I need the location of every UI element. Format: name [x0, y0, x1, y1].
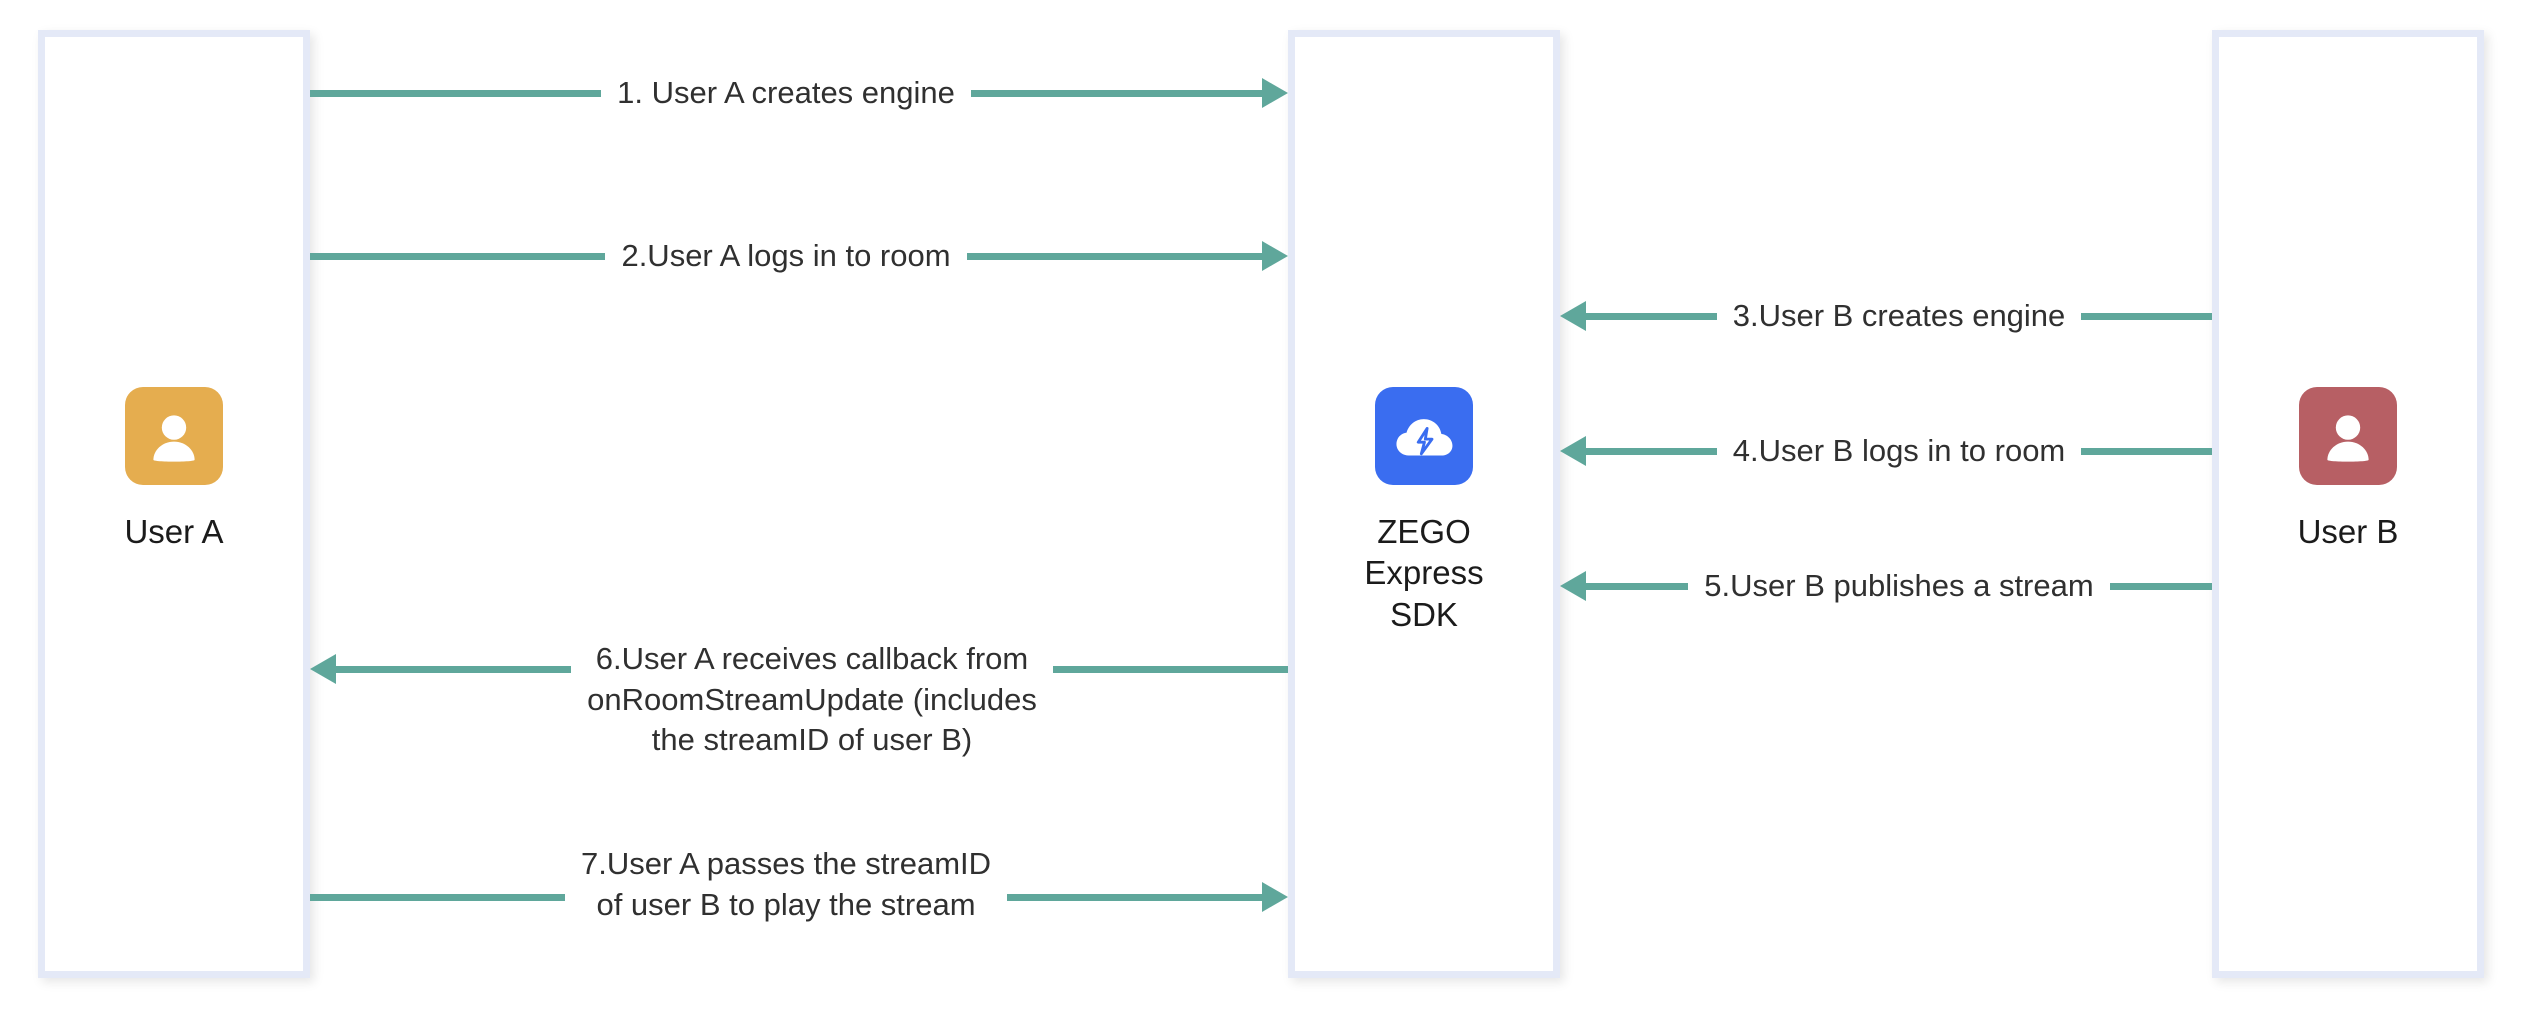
message-3-line-left [1586, 312, 1717, 320]
arrow-head-right-icon [1262, 882, 1289, 912]
actor-label-user-a: User A [124, 513, 224, 550]
message-2-line-right [966, 252, 1263, 260]
lifeline-user-a: User A [38, 30, 310, 978]
message-6: 6.User A receives callback from onRoomSt… [310, 630, 1289, 770]
message-5-line-left [1586, 582, 1689, 590]
message-6-line-right [1052, 666, 1289, 673]
message-5-label: 5.User B publishes a stream [1704, 567, 2094, 603]
message-1-line-left [310, 89, 602, 97]
arrow-head-left-icon [1560, 571, 1586, 601]
message-2-line-left [310, 252, 606, 260]
person-icon [2318, 406, 2378, 466]
actor-label-user-b: User B [2297, 513, 2399, 550]
cloud-bolt-icon [1392, 409, 1456, 463]
arrow-head-left-icon [1560, 301, 1586, 331]
avatar-zego-sdk [1375, 387, 1473, 485]
message-5-line-right [2109, 582, 2212, 590]
arrow-head-right-icon [1262, 78, 1289, 108]
arrow-head-right-icon [1262, 241, 1289, 271]
message-7: 7.User A passes the streamID of user B t… [310, 830, 1289, 940]
message-7-line-left [310, 894, 565, 901]
person-icon [144, 406, 204, 466]
message-4-label: 4.User B logs in to room [1732, 432, 2066, 468]
message-4: 4.User B logs in to room [1560, 420, 2212, 482]
message-2: 2.User A logs in to room [310, 225, 1289, 287]
avatar-user-a [125, 387, 223, 485]
actor-user-a: User A [45, 387, 303, 552]
message-7-label: 7.User A passes the streamID of user B t… [580, 846, 992, 922]
message-6-line-left [336, 666, 572, 673]
message-6-label: 6.User A receives callback from onRoomSt… [587, 640, 1037, 758]
actor-label-zego-sdk: ZEGO Express SDK [1364, 513, 1484, 633]
message-1: 1. User A creates engine [310, 62, 1289, 124]
actor-user-b: User B [2219, 387, 2477, 552]
message-1-label: 1. User A creates engine [617, 74, 955, 110]
message-4-line-left [1586, 447, 1717, 455]
actor-zego-sdk: ZEGO Express SDK [1295, 387, 1553, 635]
arrow-head-left-icon [310, 654, 336, 684]
avatar-user-b [2299, 387, 2397, 485]
message-3-line-right [2081, 312, 2213, 320]
arrow-head-left-icon [1560, 436, 1586, 466]
message-7-line-right [1007, 894, 1263, 901]
message-3: 3.User B creates engine [1560, 285, 2213, 347]
message-1-line-right [970, 89, 1263, 97]
message-4-line-right [2081, 447, 2212, 455]
lifeline-user-b: User B [2212, 30, 2484, 978]
message-2-label: 2.User A logs in to room [621, 237, 951, 273]
message-3-label: 3.User B creates engine [1732, 297, 2066, 333]
lifeline-zego-sdk: ZEGO Express SDK [1288, 30, 1560, 978]
message-5: 5.User B publishes a stream [1560, 555, 2212, 617]
